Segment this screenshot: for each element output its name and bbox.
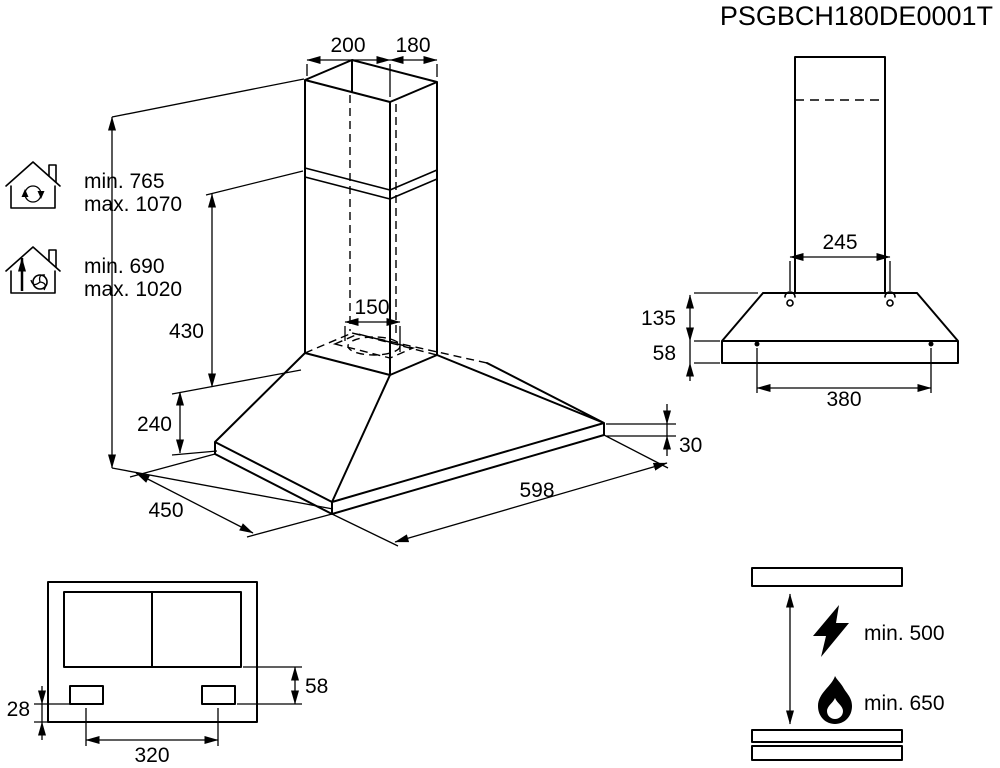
fan-blades [30, 274, 46, 291]
dim-label-150: 150 [354, 296, 389, 319]
dim-label-380: 380 [826, 388, 861, 411]
house-roof [5, 246, 61, 272]
front-outline [721, 56, 959, 364]
mounting-slot-right [201, 685, 236, 705]
body-outline [47, 581, 258, 723]
fixing-point [928, 341, 934, 347]
recirculation-arrows [24, 185, 42, 203]
dim-label-chimney-depth: 180 [395, 34, 430, 57]
house-chimney [48, 164, 57, 183]
recirculation-max-label: max. 1070 [84, 193, 182, 216]
house-walls [10, 270, 56, 294]
front-view: 245 135 58 380 [641, 56, 959, 411]
dim-label-598: 598 [519, 479, 554, 502]
dim-line-598 [394, 462, 668, 543]
rear-view: 28 58 320 [7, 581, 328, 767]
dim-label-58: 58 [653, 342, 676, 365]
fan-icon [32, 274, 48, 290]
hood-bottom-bar [751, 567, 903, 587]
gas-clearance-label: min. 650 [864, 692, 945, 715]
hook-hole [786, 299, 794, 307]
duct-collar-ellipse [347, 336, 401, 356]
chimney-telescopic-seam [304, 167, 438, 200]
flame-inner [827, 698, 843, 719]
dim-label-135: 135 [641, 307, 676, 330]
mounting-slot-left [69, 685, 104, 705]
recirculation-arrowhead [37, 191, 45, 199]
dim-label-450: 450 [148, 499, 183, 522]
product-code: PSGBCH180DE0001T [720, 1, 993, 31]
clearance-view: min. 500 min. 650 [751, 567, 945, 761]
dim-label-30: 30 [679, 434, 702, 457]
extraction-icon [5, 246, 61, 294]
dim-label-28: 28 [7, 698, 30, 721]
recirculation-arrowhead [21, 189, 29, 197]
extension-lines [34, 666, 302, 746]
dim-label-245: 245 [822, 231, 857, 254]
cooktop-bar-upper [751, 729, 903, 743]
extraction-max-label: max. 1020 [84, 278, 182, 301]
cooktop-bar-lower [751, 745, 903, 761]
lightning-icon [813, 605, 849, 657]
house-chimney [48, 249, 57, 268]
dim-label-430: 430 [169, 320, 204, 343]
recirculation-icon [5, 161, 61, 209]
hook-hole [886, 299, 894, 307]
dim-label-320: 320 [134, 744, 169, 767]
fixing-point [754, 341, 760, 347]
house-walls [10, 185, 56, 209]
extension-lines [694, 261, 932, 393]
extension-lines [111, 64, 676, 547]
house-roof [5, 161, 61, 187]
perspective-view: 200 180 430 240 150 450 598 30 min. 765 … [5, 34, 702, 547]
hidden-duct-lines [304, 95, 488, 364]
dim-label-chimney-width: 200 [330, 34, 365, 57]
chimney-outline [304, 59, 438, 376]
extraction-min-label: min. 690 [84, 255, 165, 278]
electric-clearance-label: min. 500 [864, 622, 945, 645]
hanging-hooks [784, 291, 896, 298]
dim-label-240: 240 [137, 413, 172, 436]
dim-label-58: 58 [305, 675, 328, 698]
dim-line-450 [135, 472, 254, 534]
recirculation-min-label: min. 765 [84, 170, 165, 193]
